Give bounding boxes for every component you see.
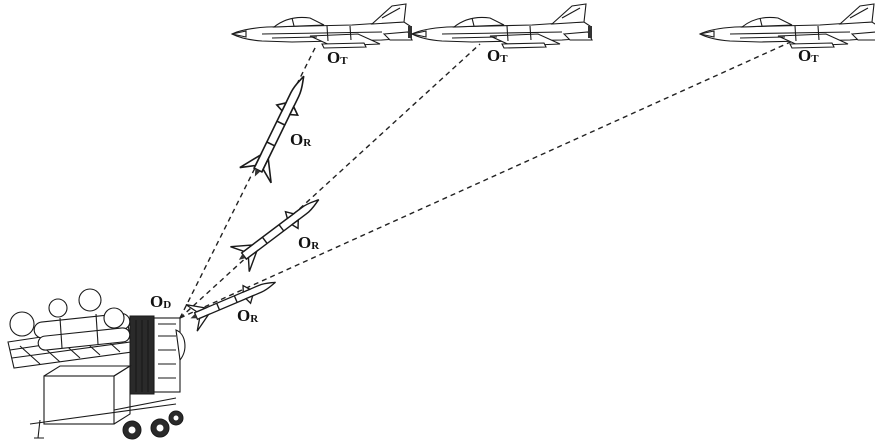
jet-fighter-icon	[699, 3, 875, 49]
line-of-sight-3	[179, 39, 796, 319]
label-target-3: OT	[798, 46, 819, 65]
label-launcher: OD	[150, 292, 171, 311]
jet-fighter-icon	[231, 3, 413, 49]
line-of-sight-group	[179, 39, 796, 319]
line-of-sight-2	[179, 43, 481, 319]
missile-launcher-vehicle-icon	[7, 288, 186, 440]
jet-fighter-icon	[411, 3, 593, 49]
label-missile-3: OR	[237, 306, 259, 325]
missile-icon	[238, 67, 321, 185]
label-missile-1: OR	[290, 130, 312, 149]
label-target-1: OT	[327, 48, 348, 67]
missile-icon	[228, 186, 329, 274]
label-missile-2: OR	[298, 233, 320, 252]
label-target-2: OT	[487, 46, 508, 65]
missile-icon	[184, 268, 282, 333]
